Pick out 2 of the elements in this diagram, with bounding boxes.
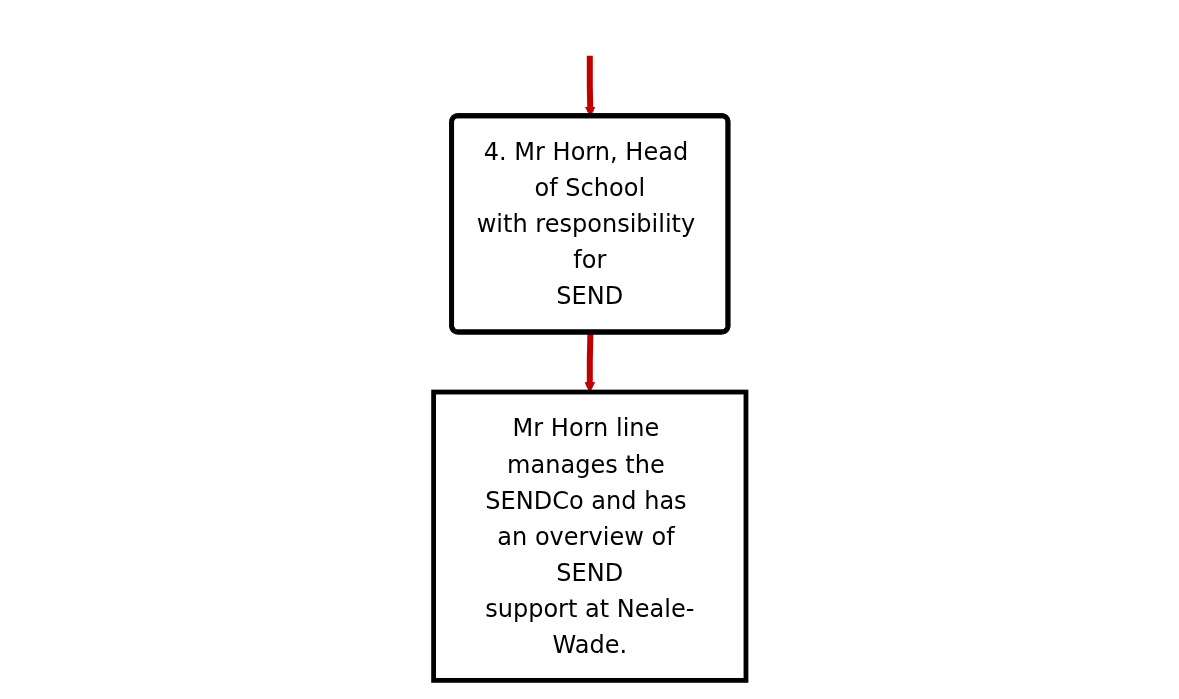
- node-box: Mr Horn line manages the SENDCo and has an overview of SEND support at Neale-Wade.: [430, 389, 749, 683]
- arrow: [584, 332, 595, 393]
